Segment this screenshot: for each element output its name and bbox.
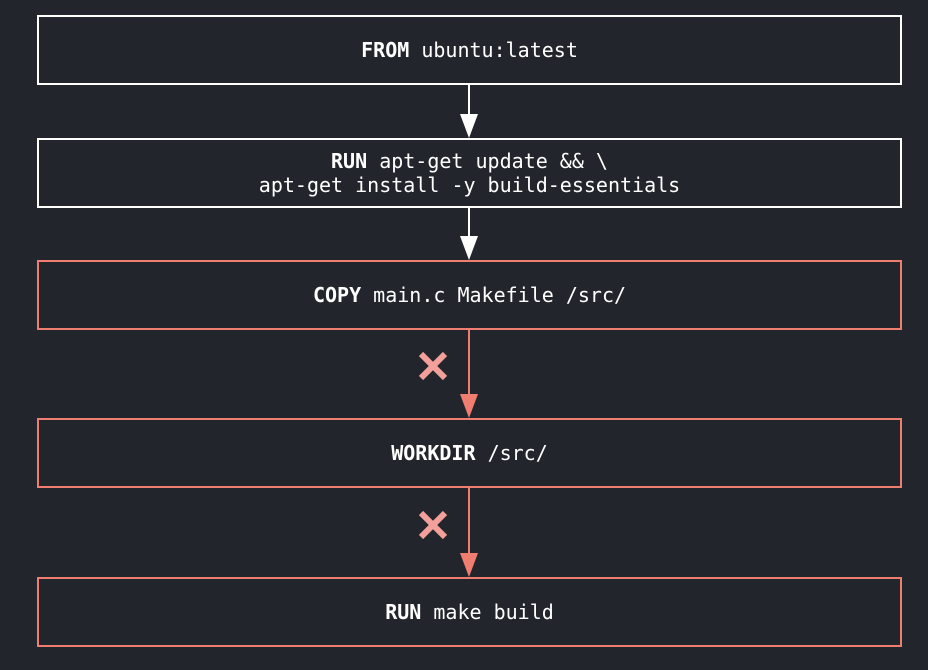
connector-arrow [460,85,478,138]
step-keyword: WORKDIR [391,441,476,465]
arrowhead-icon [460,114,478,138]
step-line: RUN apt-get update && \ [331,149,608,173]
step-args-continued: apt-get install -y build-essentials [258,173,681,197]
dockerfile-step-workdir: WORKDIR /src/ [37,418,902,488]
step-keyword: FROM [361,38,410,62]
step-args: /src/ [487,441,548,465]
cache-invalidated-cross-icon [418,351,448,381]
broken-connector-arrow [418,330,478,418]
step-line: RUN make build [385,600,554,624]
dockerfile-step-from: FROM ubuntu:latest [37,15,902,85]
step-args: ubuntu:latest [421,38,578,62]
arrowhead-icon [460,553,478,577]
cache-invalidated-cross-icon [418,510,448,540]
step-args: main.c Makefile /src/ [373,283,627,307]
step-keyword: COPY [312,283,362,307]
dockerfile-step-run-apt: RUN apt-get update && \ apt-get install … [37,138,902,208]
step-line: WORKDIR /src/ [391,441,548,465]
dockerfile-step-run-make: RUN make build [37,577,902,647]
arrowhead-icon [460,394,478,418]
step-args: apt-get update && \ [379,149,608,173]
broken-connector-arrow [418,488,478,577]
step-line: COPY main.c Makefile /src/ [313,283,626,307]
step-keyword: RUN [385,600,422,624]
step-line: FROM ubuntu:latest [361,38,578,62]
step-keyword: RUN [331,149,368,173]
connector-arrow [460,208,478,260]
step-line: apt-get install -y build-essentials [259,173,680,197]
arrowhead-icon [460,236,478,260]
step-args: make build [433,600,554,624]
dockerfile-step-copy: COPY main.c Makefile /src/ [37,260,902,330]
